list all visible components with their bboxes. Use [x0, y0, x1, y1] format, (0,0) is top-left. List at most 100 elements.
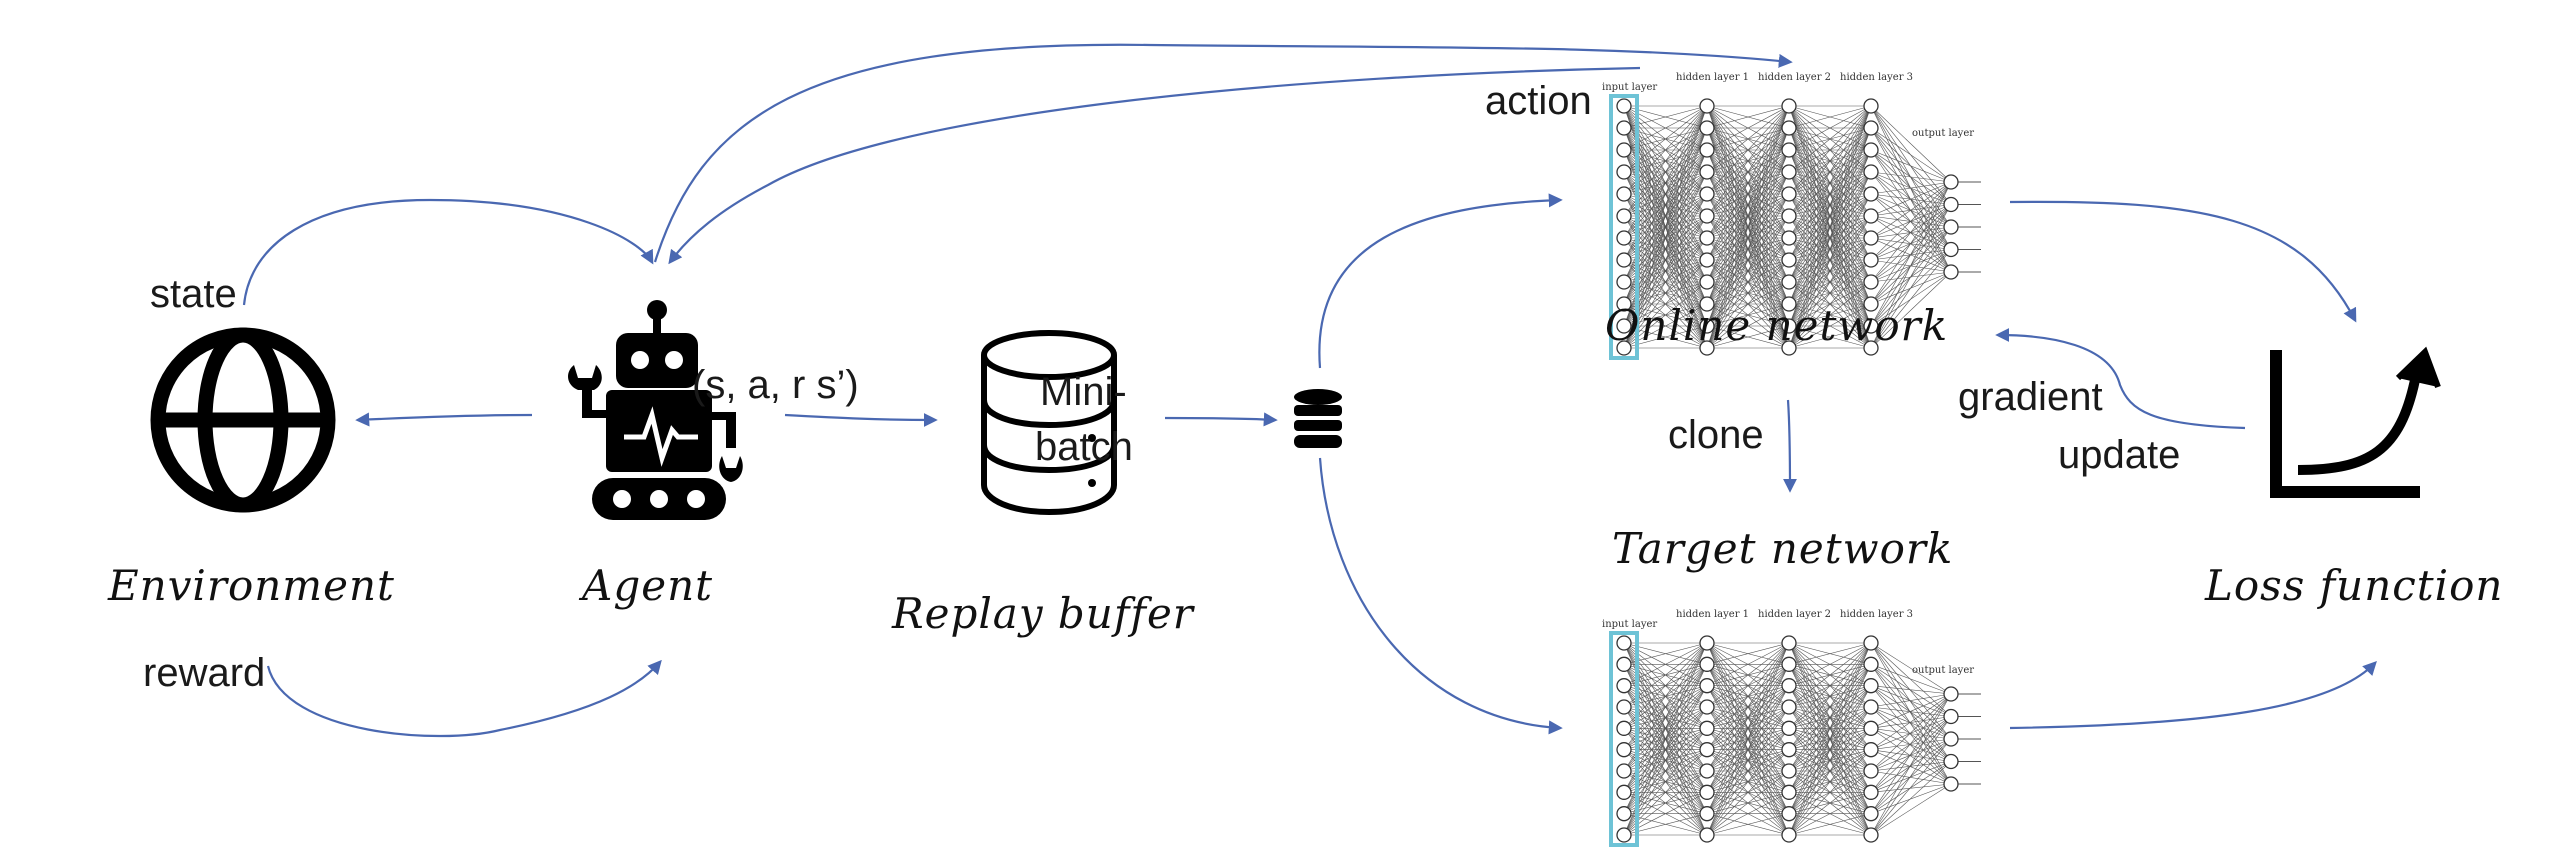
nn-node: [1781, 230, 1797, 246]
nn-edge: [1870, 181, 1952, 305]
nn-node: [1943, 708, 1959, 725]
nn-edge: [1870, 181, 1952, 239]
nn-edge: [1788, 105, 1872, 129]
nn-edge: [1706, 127, 1790, 349]
nn-edge: [1870, 716, 1952, 793]
nn-node: [1781, 827, 1797, 843]
nn-edge: [1870, 642, 1952, 785]
nn-node: [1699, 142, 1715, 158]
arrow-target-to-loss: [2009, 660, 2377, 730]
nn-edge: [1706, 642, 1790, 814]
nn-edge: [1788, 215, 1872, 349]
nn-node: [1616, 274, 1632, 290]
arrows: [242, 43, 2377, 738]
nn-edge: [1870, 738, 1952, 772]
nn-edge: [1706, 642, 1790, 750]
nn-node: [1699, 318, 1715, 334]
nn-edge: [1706, 105, 1790, 349]
nn-edge: [1788, 237, 1872, 349]
nn-edge: [1870, 693, 1952, 814]
nn-edge: [1706, 642, 1790, 793]
nn-edge: [1706, 813, 1790, 836]
nn-edge: [1870, 685, 1952, 785]
nn-node: [1699, 720, 1715, 736]
nn-node: [1616, 296, 1632, 312]
nn-edge: [1788, 105, 1872, 327]
nn-node: [1616, 763, 1632, 779]
nn-edge: [1706, 105, 1790, 305]
nn-node: [1616, 252, 1632, 268]
nn-node: [1699, 186, 1715, 202]
nn-edge: [1870, 706, 1952, 762]
nn-node: [1616, 164, 1632, 180]
nn-node: [1616, 142, 1632, 158]
nn-label-hidden-1: hidden layer 1: [1676, 609, 1749, 620]
nn-edge: [1706, 770, 1790, 836]
nn-edge: [1870, 738, 1952, 793]
nn-edge: [1706, 303, 1790, 349]
nn-edge: [1870, 127, 1952, 183]
nn-node: [1781, 142, 1797, 158]
nn-edge: [1870, 783, 1952, 814]
nn-label-hidden-1: hidden layer 1: [1676, 72, 1749, 83]
nn-edge: [1788, 642, 1872, 729]
nn-node: [1616, 656, 1632, 672]
nn-node: [1699, 763, 1715, 779]
nn-edge: [1870, 770, 1952, 785]
nn-edge: [1870, 181, 1952, 349]
nn-node: [1616, 230, 1632, 246]
label-gradient: gradient: [1958, 375, 2103, 419]
nn-label-hidden-2: hidden layer 2: [1758, 72, 1831, 83]
nn-edge: [1788, 105, 1872, 305]
nn-edge: [1706, 105, 1790, 283]
nn-node: [1699, 120, 1715, 136]
nn-edge: [1870, 685, 1952, 717]
nn-edge: [1870, 181, 1952, 217]
nn-edge: [1870, 693, 1952, 708]
online-network-graph: input layer hidden layer 1 hidden layer …: [1602, 72, 1981, 360]
nn-node: [1781, 296, 1797, 312]
nn-edge: [1870, 149, 1952, 183]
title-replay-buffer: Replay buffer: [891, 589, 1196, 638]
nn-node: [1781, 806, 1797, 822]
arrow-environment-to-agent-state: [242, 198, 654, 306]
nn-edge: [1870, 716, 1952, 729]
nn-node: [1781, 742, 1797, 758]
nn-node: [1699, 164, 1715, 180]
nn-edge: [1788, 706, 1872, 836]
label-update: update: [2058, 433, 2180, 477]
nn-node: [1616, 720, 1632, 736]
nn-node: [1781, 98, 1797, 114]
nn-edge: [1788, 193, 1872, 349]
nn-edge: [1870, 728, 1952, 740]
nn-edge: [1870, 716, 1952, 772]
nn-edge: [1788, 105, 1872, 349]
nn-node: [1943, 686, 1959, 702]
nn-edge: [1706, 105, 1790, 327]
nn-node: [1616, 635, 1632, 651]
nn-edge: [1870, 271, 1952, 349]
nn-edge: [1706, 728, 1790, 836]
nn-node: [1781, 274, 1797, 290]
nn-edge: [1870, 738, 1952, 836]
nn-node: [1616, 186, 1632, 202]
nn-edge: [1788, 642, 1872, 814]
nn-edge: [1870, 642, 1952, 740]
nn-node: [1863, 230, 1879, 246]
nn-edge: [1870, 749, 1952, 762]
nn-edge: [1706, 171, 1790, 349]
nn-edge: [1706, 642, 1790, 665]
nn-node: [1781, 208, 1797, 224]
nn-node: [1943, 219, 1959, 235]
nn-edge: [1706, 237, 1790, 349]
nn-edge: [1706, 105, 1790, 129]
nn-node: [1616, 98, 1632, 114]
nn-node: [1699, 699, 1715, 715]
nn-edge: [1870, 105, 1952, 183]
nn-edge: [1788, 171, 1872, 349]
nn-edge: [1870, 693, 1952, 793]
nn-node: [1699, 296, 1715, 312]
nn-edge: [1870, 693, 1952, 836]
nn-node: [1699, 635, 1715, 651]
arrow-agent-to-environment: [355, 412, 533, 427]
